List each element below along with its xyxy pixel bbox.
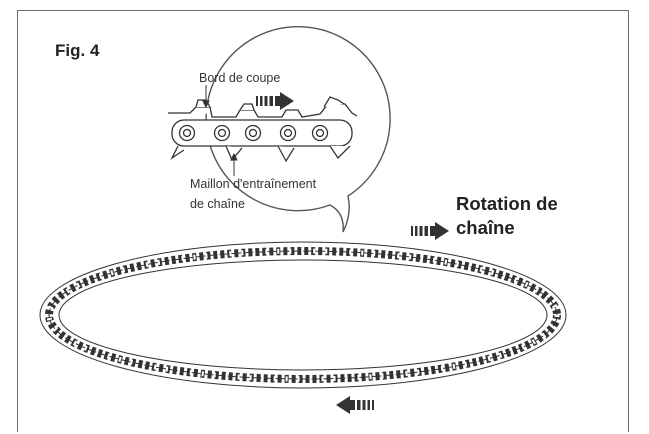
rotation-label-line2: chaîne <box>456 217 515 238</box>
arrow-right-icon <box>411 222 449 240</box>
rotation-label: Rotation de chaîne <box>456 192 558 240</box>
arrow-left-icon <box>336 396 374 414</box>
chain-loop <box>39 241 567 389</box>
cutting-edge-label: Bord de coupe <box>199 71 281 85</box>
callout-leaders <box>202 85 238 176</box>
drive-link-label-line2: de chaîne <box>190 197 245 211</box>
rotation-label-line1: Rotation de <box>456 193 558 214</box>
figure-title: Fig. 4 <box>55 41 100 60</box>
figure-frame <box>17 10 629 432</box>
drive-link-label-line1: Maillon d'entraînement <box>190 177 317 191</box>
magnified-chain <box>168 96 358 163</box>
arrow-right-icon <box>256 92 294 110</box>
